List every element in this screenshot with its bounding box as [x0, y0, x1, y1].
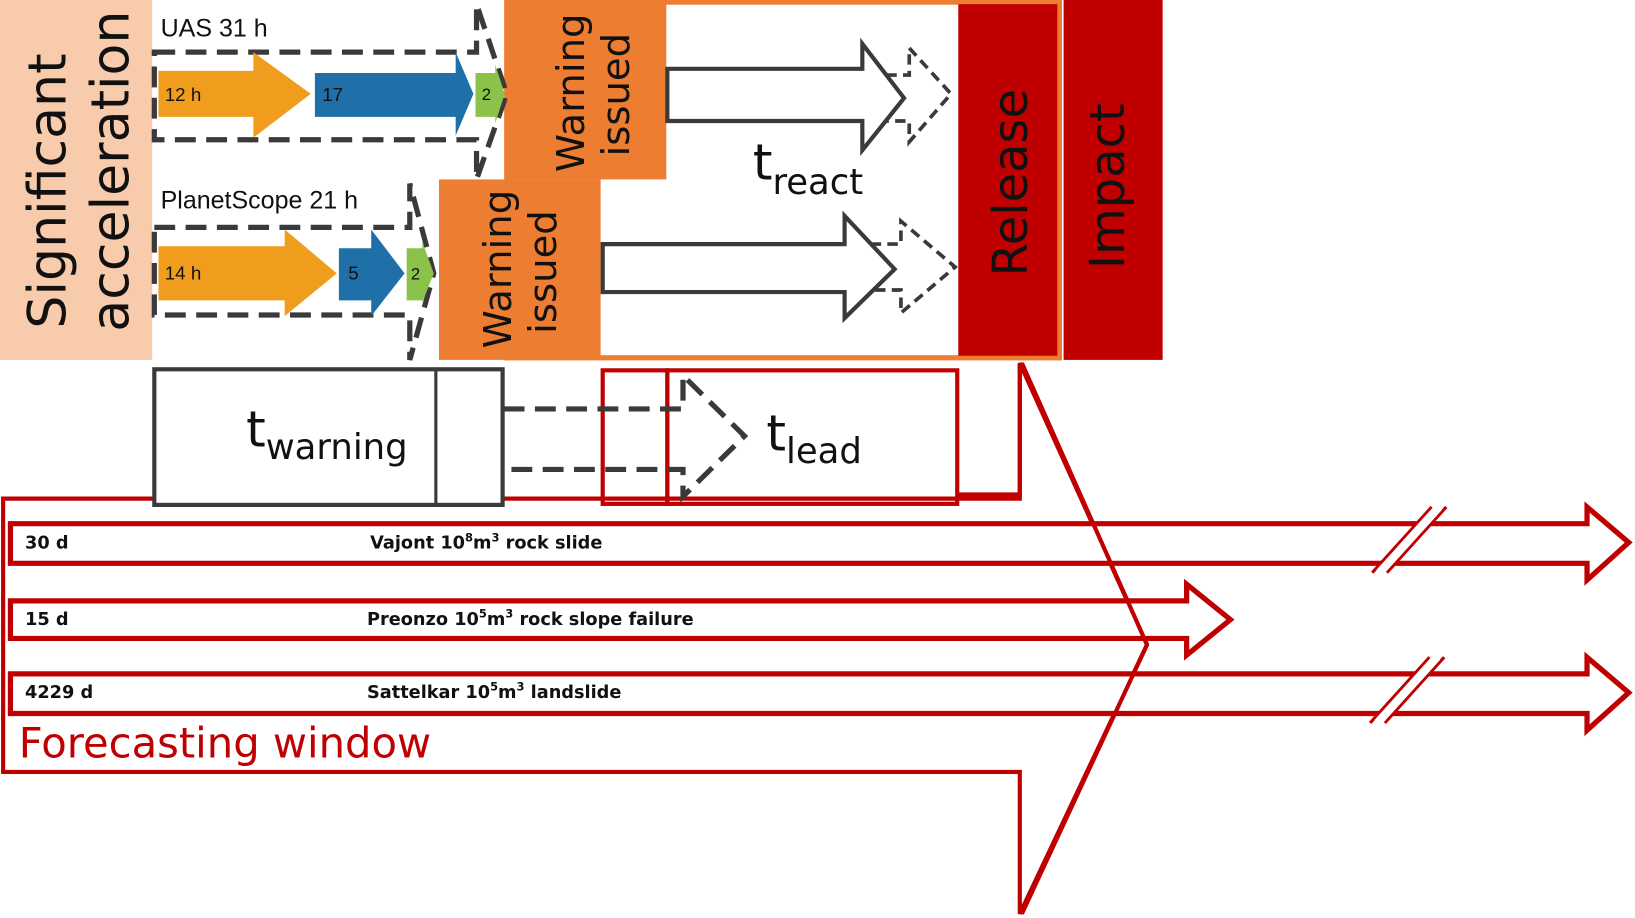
case-arrow-vajont: [7, 501, 1633, 586]
case-duration-vajont: 30 d: [25, 534, 69, 554]
planetscope-segment-2-label: 5: [348, 263, 358, 284]
warning-label-uas: Warning: [549, 13, 594, 172]
t-lead-label: tlead: [766, 405, 862, 473]
forecasting-arrow-lower-edge: [1019, 643, 1149, 915]
axis-break-line-1-sattelkar: [1368, 656, 1431, 724]
significant-label: Significant: [19, 53, 79, 328]
case-duration-sattelkar: 4229 d: [25, 683, 93, 703]
planetscope-green-arrow: [406, 242, 434, 303]
react-arrow-uas: [665, 37, 907, 157]
warning-issued-box-uas: [506, 0, 667, 180]
significant-acceleration-block: [0, 0, 153, 360]
t-lead-box: [665, 368, 960, 506]
uas-green-arrow: [475, 64, 505, 124]
acceleration-label: acceleration: [81, 11, 141, 332]
axis-break-line-1-vajont: [1371, 505, 1433, 574]
planetscope-sensor-label: PlanetScope 21 h: [161, 187, 358, 215]
issued-label-planetscope: issued: [521, 210, 566, 334]
case-arrow-preonzo: [7, 578, 1235, 661]
case-arrow-sattelkar: [7, 651, 1633, 737]
case-duration-preonzo: 15 d: [25, 610, 69, 630]
case-name-vajont: Vajont 108m3 rock slide: [370, 530, 602, 553]
axis-break-mask-sattelkar: [1374, 654, 1440, 726]
t-warning-to-lead-dashed-arrow: [503, 369, 749, 503]
t-lead-red-outline-inner: [600, 368, 670, 506]
t-react-label: treact: [753, 133, 863, 203]
t-warning-label: twarning: [246, 400, 408, 468]
release-block: [958, 4, 1058, 356]
planetscope-segment-1-label: 14 h: [165, 263, 202, 284]
uas-segment-1-label: 12 h: [165, 84, 202, 105]
react-arrow-dashed-uas: [886, 43, 954, 147]
planetscope-orange-arrow: [158, 229, 337, 317]
forecasting-arrow-upper-edge: [1019, 362, 1149, 646]
impact-block: [1063, 0, 1163, 360]
uas-orange-arrow: [158, 52, 311, 138]
forecasting-window-title: Forecasting window: [19, 718, 431, 767]
axis-break-mask-vajont: [1376, 504, 1443, 576]
react-arrow-planetscope: [600, 210, 898, 324]
react-arrow-dashed-planetscope: [870, 217, 958, 317]
planetscope-blue-arrow: [338, 229, 405, 317]
case-name-sattelkar: Sattelkar 105m3 landslide: [367, 680, 621, 703]
planetscope-segment-3-label: 2: [411, 265, 420, 284]
impact-label: Impact: [1080, 103, 1136, 269]
warning-issued-box-planetscope: [438, 179, 601, 360]
axis-break-line-2-vajont: [1385, 505, 1448, 574]
release-label: Release: [983, 89, 1039, 276]
uas-blue-arrow: [314, 52, 474, 136]
uas-sensor-label: UAS 31 h: [161, 15, 268, 43]
t-lead-red-connector: [957, 363, 1022, 497]
case-name-preonzo: Preonzo 105m3 rock slope failure: [367, 607, 694, 630]
warning-label-planetscope: Warning: [476, 190, 521, 349]
uas-segment-2-label: 17: [322, 84, 343, 105]
uas-segment-3-label: 2: [482, 85, 491, 104]
uas-dashed-envelope: [151, 3, 510, 181]
axis-break-line-2-sattelkar: [1383, 656, 1446, 724]
t-warning-box: [152, 367, 505, 507]
issued-label-uas: issued: [594, 33, 639, 157]
planetscope-dashed-envelope: [151, 182, 437, 361]
